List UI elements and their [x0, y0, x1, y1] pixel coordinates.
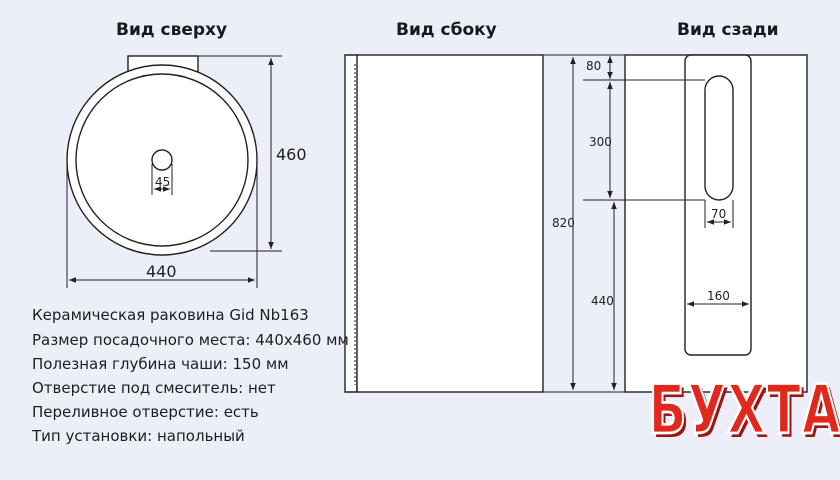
spec-seat-size: Размер посадочного места: 440х460 мм [32, 331, 349, 349]
top-dimension-lines [66, 55, 282, 288]
dim-top-height: 460 [276, 145, 307, 164]
buhta-logo: БУХТА [648, 358, 840, 462]
top-view-drawing [66, 55, 258, 256]
dim-back-lower-height: 440 [591, 294, 614, 308]
spec-model: Керамическая раковина Gid Nb163 [32, 306, 309, 324]
side-dimension-lines [543, 54, 583, 393]
back-view-title: Вид сзади [677, 20, 779, 40]
spec-overflow: Переливное отверстие: есть [32, 403, 259, 421]
dim-back-panel-width: 160 [707, 289, 730, 303]
spec-bowl-depth: Полезная глубина чаши: 150 мм [32, 355, 289, 373]
side-view-drawing [344, 54, 544, 393]
dim-back-slot-height: 300 [589, 135, 612, 149]
drain-hole [151, 149, 173, 171]
back-panel [684, 54, 752, 356]
spec-mixer-hole: Отверстие под смеситель: нет [32, 379, 276, 397]
side-body [356, 54, 544, 393]
dim-side-total: 820 [552, 216, 575, 230]
technical-drawing: 460 440 45 820 80 300 440 [66, 54, 808, 393]
top-view-title: Вид сверху [116, 20, 228, 40]
dim-top-width: 440 [146, 262, 177, 281]
side-view-title: Вид сбоку [396, 20, 497, 40]
back-dimension-lines [583, 54, 749, 393]
dim-top-hole: 45 [155, 175, 170, 189]
spec-installation: Тип установки: напольный [32, 427, 245, 445]
dim-back-slot-width: 70 [711, 207, 726, 221]
overflow-slot [704, 75, 734, 201]
logo-text: БУХТА [648, 370, 840, 451]
dim-back-top-offset: 80 [586, 59, 601, 73]
